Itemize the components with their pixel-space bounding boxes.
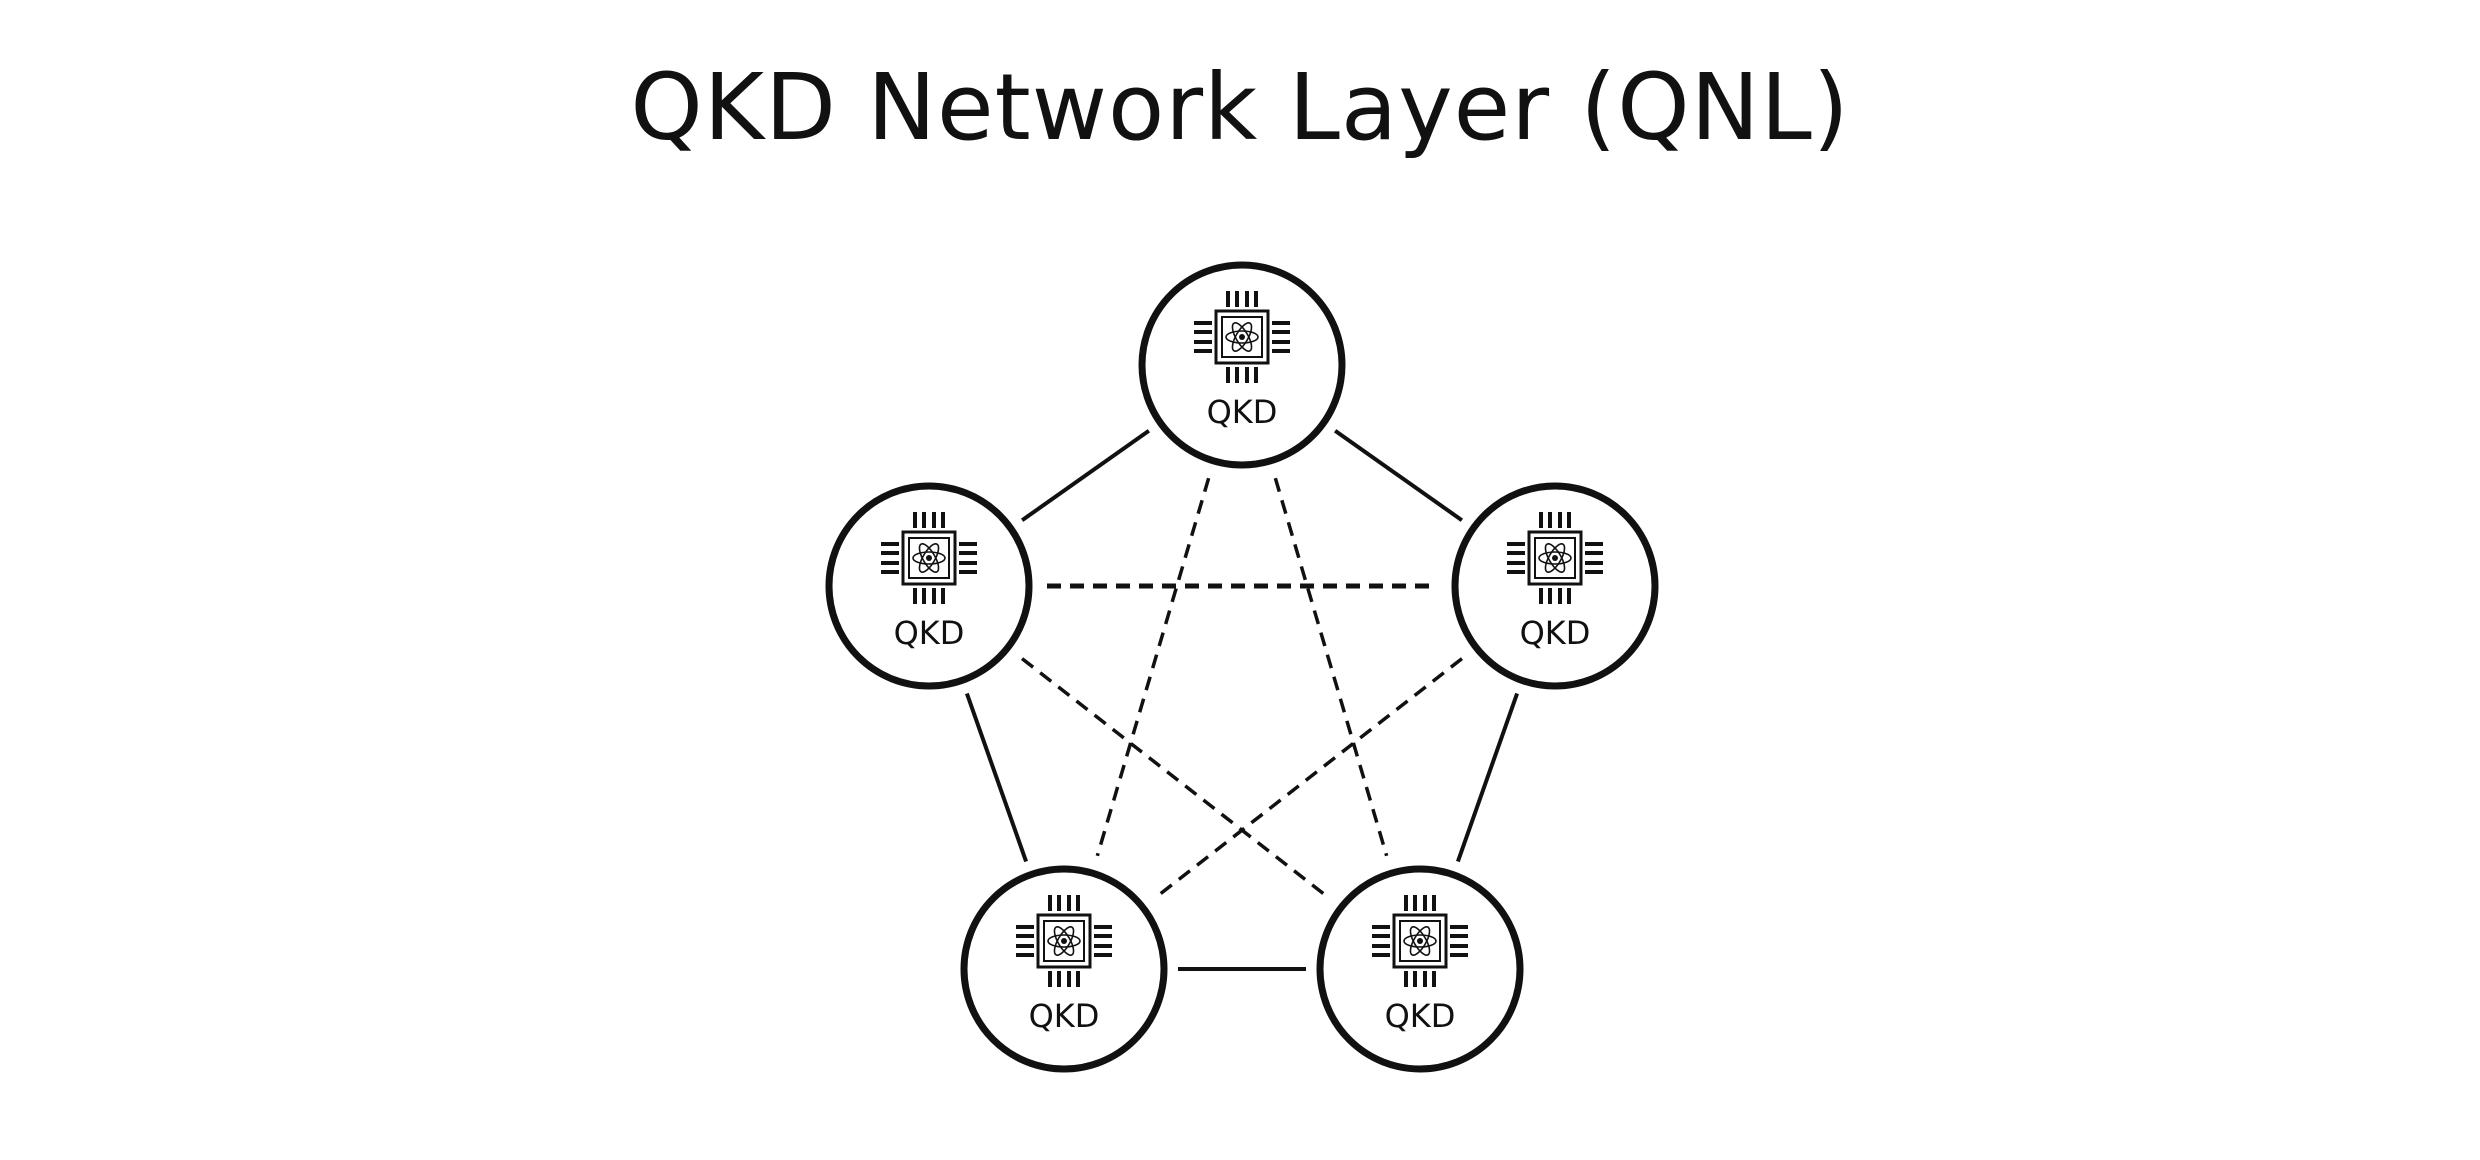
links-layer [965,429,1519,971]
qkd-node-top: QKD [1138,261,1346,469]
nodes-layer: QKD QKD QKD QKD QKD [825,261,1659,1073]
link-solid-upper-left-lower-left [965,692,1028,863]
node-circle [960,865,1168,1073]
link-dashed-top-lower-left [1095,477,1211,857]
link-solid-top-upper-right [1333,429,1464,522]
node-circle [1316,865,1524,1073]
diagram-title: QKD Network Layer (QNL) [630,54,1850,161]
link-solid-top-upper-left [1020,429,1151,522]
node-circle [1451,482,1659,690]
link-dashed-top-lower-right [1273,477,1389,857]
node-circle [1138,261,1346,469]
node-label: QKD [894,614,965,652]
node-label: QKD [1029,997,1100,1035]
qkd-node-lower-right: QKD [1316,865,1524,1073]
node-circle [825,482,1033,690]
qkd-node-upper-left: QKD [825,482,1033,690]
link-dashed-upper-left-lower-right [1020,657,1329,898]
qkd-node-lower-left: QKD [960,865,1168,1073]
node-label: QKD [1207,393,1278,431]
link-solid-upper-right-lower-right [1456,692,1519,863]
node-label: QKD [1385,997,1456,1035]
qkd-node-upper-right: QKD [1451,482,1659,690]
link-dashed-upper-right-lower-left [1155,657,1464,898]
node-label: QKD [1520,614,1591,652]
